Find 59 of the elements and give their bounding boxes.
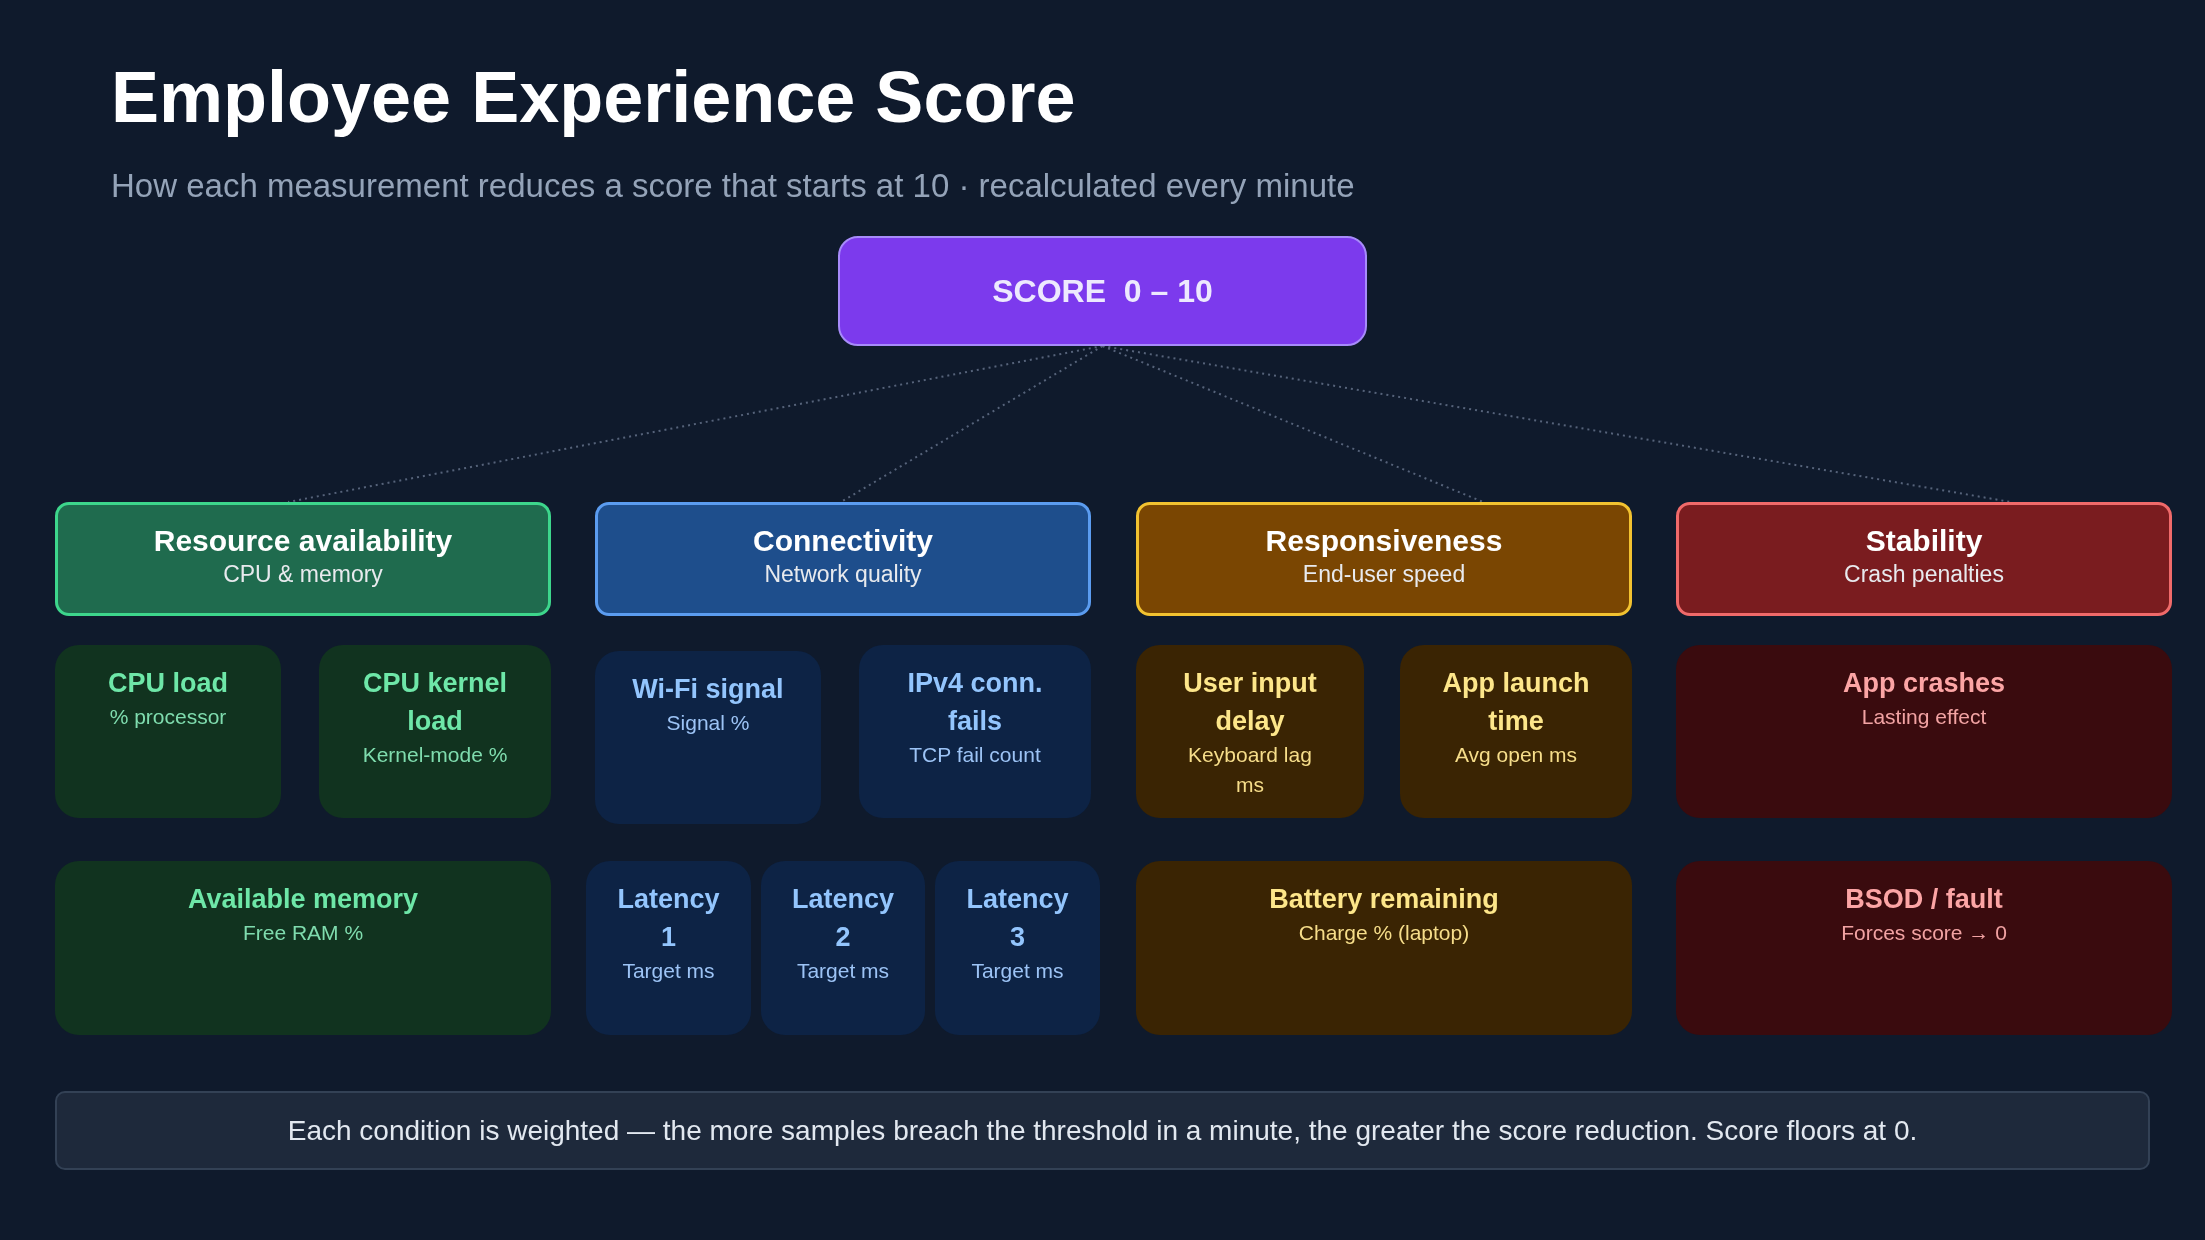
category-title: Resource availability (153, 523, 453, 559)
metric-name: IPv4 conn. fails (906, 667, 1044, 738)
metric-detail: Avg open ms (1454, 742, 1578, 768)
metric-card (1676, 645, 2172, 818)
metric-name: App crashes (1842, 667, 2006, 700)
metric-detail: Keyboard lag ms (1187, 742, 1313, 798)
note-panel (55, 1091, 2150, 1170)
metric-detail: Kernel-mode % (362, 742, 508, 768)
category-box (55, 502, 551, 616)
connector-line (840, 345, 1104, 503)
metric-card (859, 645, 1091, 818)
metric-card (1136, 645, 1364, 818)
page-title: Employee Experience Score (111, 58, 1076, 138)
metric-card (319, 645, 551, 818)
metric-name: App launch time (1441, 667, 1591, 738)
category-subtitle: End-user speed (1302, 560, 1466, 589)
metric-name: Wi-Fi signal (632, 673, 784, 706)
metric-card (55, 861, 551, 1035)
score-label: SCORE 0 – 10 (992, 272, 1213, 310)
category-subtitle: CPU & memory (223, 560, 383, 589)
metric-card (1676, 861, 2172, 1035)
metric-card (935, 861, 1100, 1035)
metric-card (1400, 645, 1632, 818)
metric-name: Available memory (187, 883, 419, 916)
metric-name: CPU load (108, 667, 228, 700)
category-title: Connectivity (753, 523, 933, 559)
metric-detail: Target ms (796, 958, 890, 984)
metric-card (1136, 861, 1632, 1035)
metric-card (55, 645, 281, 818)
metric-name: BSOD / fault (1845, 883, 2003, 916)
metric-name: Latency 3 (965, 883, 1070, 954)
metric-detail: Target ms (971, 958, 1064, 984)
metric-card (586, 861, 751, 1035)
category-title: Responsiveness (1265, 523, 1503, 559)
note-text: Each condition is weighted — the more samples breach the threshold in a minute, the greater the score reduction. Score floors at 0. (287, 1114, 1918, 1147)
metric-detail: Lasting effect (1861, 704, 1987, 730)
category-title: Stability (1865, 523, 1983, 559)
category-subtitle: Network quality (764, 560, 922, 589)
metric-detail: Charge % (laptop) (1298, 920, 1470, 946)
metric-name: User input delay (1182, 667, 1318, 738)
metric-name: Latency 1 (616, 883, 721, 954)
metric-detail: Signal % (666, 710, 750, 736)
page-subtitle: How each measurement reduces a score that starts at 10 · recalculated every minute (111, 166, 1355, 206)
metric-detail: Free RAM % (242, 920, 364, 946)
metric-card (761, 861, 925, 1035)
metric-detail: Target ms (622, 958, 715, 984)
category-box (1136, 502, 1632, 616)
metric-card (595, 651, 821, 824)
metric-name: Latency 2 (790, 883, 895, 954)
category-box (595, 502, 1091, 616)
connector-line (1101, 345, 2012, 503)
metric-name: CPU kernel load (361, 667, 509, 738)
metric-detail: Forces score → 0 (1841, 920, 2007, 946)
category-box (1676, 502, 2172, 616)
category-subtitle: Crash penalties (1844, 560, 2004, 589)
metric-detail: % processor (109, 704, 227, 730)
score-box (838, 236, 1367, 346)
metric-detail: TCP fail count (909, 742, 1041, 768)
metric-name: Battery remaining (1269, 883, 1499, 916)
